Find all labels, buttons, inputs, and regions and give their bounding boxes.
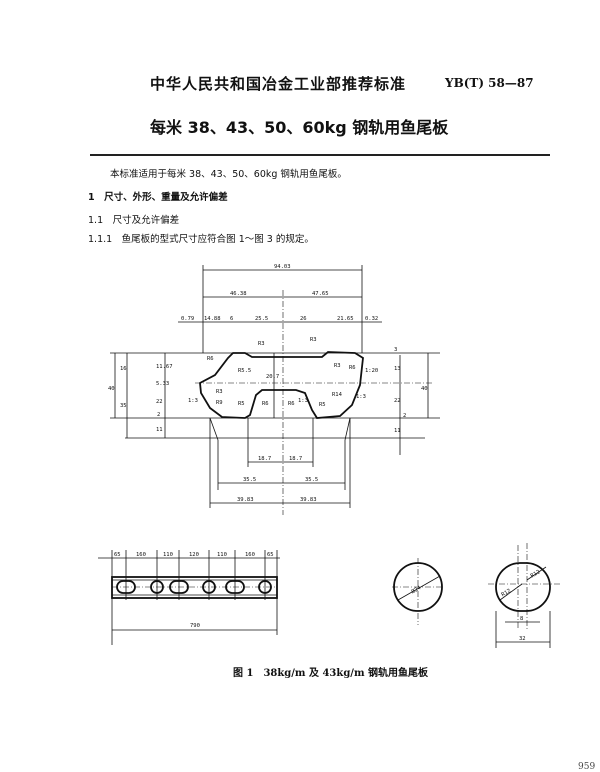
dim-spacing: 160 (245, 552, 255, 558)
dim-right-11: 11 (394, 428, 401, 434)
dim-bottom: 39.83 (237, 497, 254, 503)
dim-left-2: 2 (157, 412, 160, 418)
round-hole-detail: Ø24 (392, 558, 444, 625)
dim-top-6: 0.32 (365, 316, 378, 322)
dim-left-40: 40 (108, 386, 115, 392)
dim-left-22: 22 (156, 399, 163, 405)
dim-spacing: 65 (114, 552, 121, 558)
section-1-1: 1.1 尺寸及允许偏差 (88, 215, 180, 226)
figure-caption: 图 1 38kg/m 及 43kg/m 钢轨用鱼尾板 (233, 668, 429, 679)
dim-top-3: 25.5 (255, 316, 268, 322)
dim-left-16: 16 (120, 366, 127, 372)
dim-left-half: 46.38 (230, 291, 247, 297)
dim-top-4: 26 (300, 316, 307, 322)
slope-label: 1:20 (365, 368, 378, 374)
dim-top-1: 14.88 (204, 316, 221, 322)
dim-right-half: 47.65 (312, 291, 329, 297)
dim-round-dia: Ø24 (410, 584, 423, 595)
radius-label: R5 (238, 401, 245, 407)
dim-left-35: 35 (120, 403, 127, 409)
slope-label: 1:3 (188, 398, 198, 404)
dim-mid-height: 20.7 (266, 374, 279, 380)
plan-view: 65 160 110 120 110 160 65 790 (98, 550, 280, 645)
radius-label: R14 (332, 392, 343, 398)
radius-label: R5.5 (238, 368, 251, 374)
dim-length: 790 (190, 623, 200, 629)
radius-label: R5 (319, 402, 326, 408)
dim-left-11-67: 11.67 (156, 364, 173, 370)
dim-spacing: 160 (136, 552, 146, 558)
dim-bottom: 35.5 (243, 477, 256, 483)
dim-right-22: 22 (394, 398, 401, 404)
dim-bottom: 39.83 (300, 497, 317, 503)
intro-text: 本标准适用于每米 38、43、50、60kg 钢轨用鱼尾板。 (110, 169, 347, 180)
dim-spacing: 65 (267, 552, 274, 558)
slope-label: 1:3 (356, 394, 366, 400)
oval-hole-detail: R12 R12 8 32 (488, 543, 560, 648)
dim-oval-r2: R12 (530, 569, 542, 579)
dim-top-5: 21.65 (337, 316, 354, 322)
dim-oval-width: 32 (519, 636, 526, 642)
radius-label: R3 (216, 389, 223, 395)
dim-left-5-33: 5.33 (156, 381, 169, 387)
dim-bottom: 18.7 (289, 456, 302, 462)
issuer-title: 中华人民共和国冶金工业部推荐标准 (150, 75, 407, 93)
dim-overall: 94.03 (274, 264, 291, 270)
dim-right-3: 3 (394, 347, 397, 353)
document-title: 每米 38、43、50、60kg 钢轨用鱼尾板 (150, 118, 449, 137)
dim-right-2: 2 (403, 413, 406, 419)
dim-right-13: 13 (394, 366, 401, 372)
title-rule (90, 154, 550, 156)
standard-code: YB(T) 58—87 (445, 76, 534, 90)
radius-label: R9 (216, 400, 223, 406)
radius-label: R3 (258, 341, 265, 347)
dim-left-11: 11 (156, 427, 163, 433)
cross-section: 94.03 46.38 47.65 0.79 14.88 6 25.5 26 2… (108, 264, 440, 515)
radius-label: R6 (262, 401, 269, 407)
section-1-1-1: 1.1.1 鱼尾板的型式尺寸应符合图 1～图 3 的规定。 (88, 234, 314, 245)
radius-label: R6 (349, 365, 356, 371)
dim-top-2: 6 (230, 316, 233, 322)
radius-label: R3 (310, 337, 317, 343)
dim-spacing: 110 (163, 552, 173, 558)
dim-spacing: 110 (217, 552, 227, 558)
dim-oval-gap: 8 (520, 616, 523, 622)
dim-bottom: 35.5 (305, 477, 318, 483)
section-1: 1 尺寸、外形、重量及允许偏差 (88, 192, 228, 203)
dim-right-40: 40 (421, 386, 428, 392)
dim-oval-r1: R12 (501, 588, 513, 598)
dim-bottom: 18.7 (258, 456, 271, 462)
slope-label: 1:3 (298, 398, 308, 404)
page-number: 959 (578, 762, 596, 772)
dim-spacing: 120 (189, 552, 199, 558)
radius-label: R3 (334, 363, 341, 369)
radius-label: R6 (288, 401, 295, 407)
dim-top-0: 0.79 (181, 316, 194, 322)
radius-label: R6 (207, 356, 214, 362)
